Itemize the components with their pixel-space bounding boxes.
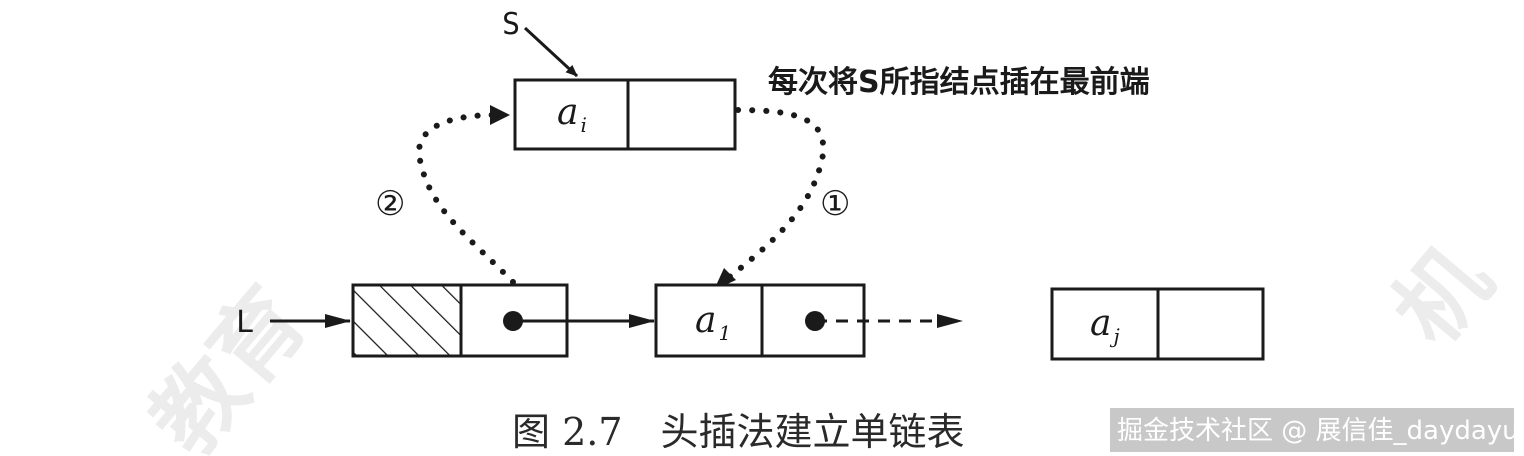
annotation-text: 每次将S所指结点插在最前端 — [768, 65, 1150, 100]
step-one-link — [725, 107, 827, 281]
step-two-arrowhead — [490, 105, 510, 125]
watermark-text: 掘金技术社区 @ 展信佳_daydayup — [1117, 416, 1524, 446]
s-pointer-arrow — [523, 26, 579, 78]
step-one-label: ① — [820, 184, 850, 224]
background-watermark-right: 机 — [1374, 228, 1512, 364]
watermark-background — [1110, 408, 1514, 452]
figure-caption: 图 2.7 头插法建立单链表 — [512, 410, 965, 454]
s-pointer-label: S — [502, 7, 520, 42]
step-two-link — [416, 112, 516, 285]
head-pointer-label: L — [236, 305, 254, 340]
background-watermark-left: 教育 — [131, 269, 327, 456]
step-two-label: ② — [375, 184, 405, 224]
